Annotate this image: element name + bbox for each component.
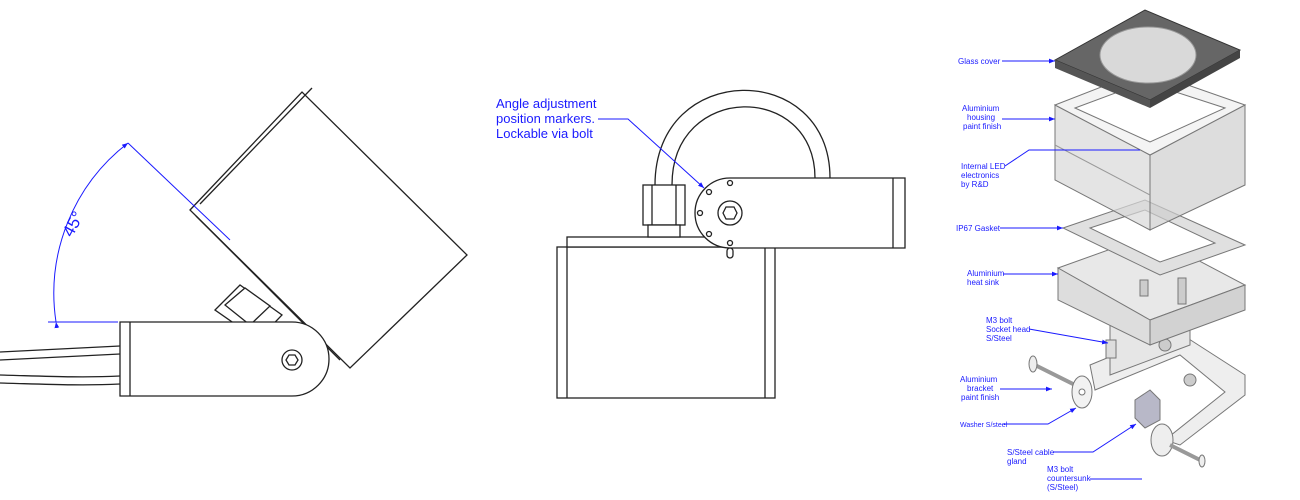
lamp-housing xyxy=(189,91,468,369)
label-countersunk-3: (S/Steel) xyxy=(1047,483,1078,492)
washer xyxy=(1071,375,1093,409)
label-bracket-2: bracket xyxy=(967,384,994,393)
cable-gland-part xyxy=(1134,389,1161,429)
label-socket-bolt-1: M3 bolt xyxy=(986,316,1013,325)
front-view: Angle adjustment position markers. Locka… xyxy=(496,89,906,399)
label-housing-2: housing xyxy=(967,113,995,122)
glass-cover xyxy=(1053,9,1242,108)
label-cable-gland-2: gland xyxy=(1007,457,1027,466)
label-washer: Washer S/steel xyxy=(960,422,1008,429)
callout-text-2: position markers. xyxy=(496,111,595,126)
bracket-arm xyxy=(694,177,906,249)
cable-gland xyxy=(642,184,686,238)
label-cable-gland-1: S/Steel cable xyxy=(1007,448,1055,457)
label-bracket-3: paint finish xyxy=(961,393,999,402)
label-led-2: electronics xyxy=(961,171,999,180)
callout-text-3: Lockable via bolt xyxy=(496,126,593,141)
end-washer xyxy=(1150,423,1206,468)
label-countersunk-1: M3 bolt xyxy=(1047,465,1074,474)
label-gasket: IP67 Gasket xyxy=(956,224,1001,233)
side-view: 45° xyxy=(0,87,468,397)
label-led-3: by R&D xyxy=(961,180,989,189)
bracket-arm xyxy=(119,321,330,397)
label-housing-3: paint finish xyxy=(963,122,1001,131)
socket-bolt xyxy=(1105,339,1117,359)
housing-front xyxy=(556,246,776,399)
callouts: Glass cover Aluminium housing paint fini… xyxy=(956,57,1142,492)
label-socket-bolt-2: Socket head xyxy=(986,325,1030,334)
label-glass-cover: Glass cover xyxy=(958,57,1001,66)
label-bracket-1: Aluminium xyxy=(960,375,998,384)
position-markers xyxy=(696,179,734,247)
handle xyxy=(654,89,831,186)
angle-callout: Angle adjustment position markers. Locka… xyxy=(496,96,705,189)
label-led-1: Internal LED xyxy=(961,162,1006,171)
bolt-icon xyxy=(281,349,303,371)
angle-dimension: 45° xyxy=(48,142,231,329)
heat-sink xyxy=(1056,234,1247,346)
exploded-view: Glass cover Aluminium housing paint fini… xyxy=(956,9,1247,492)
bolt-icon xyxy=(717,200,743,226)
side-bolt xyxy=(1028,355,1076,387)
label-housing-1: Aluminium xyxy=(962,104,1000,113)
label-countersunk-2: countersunk xyxy=(1047,474,1092,483)
callout-text-1: Angle adjustment xyxy=(496,96,597,111)
label-heat-sink-1: Aluminium xyxy=(967,269,1005,278)
cable xyxy=(0,345,121,386)
housing xyxy=(1053,69,1247,231)
label-socket-bolt-3: S/Steel xyxy=(986,334,1012,343)
label-heat-sink-2: heat sink xyxy=(967,278,1000,287)
